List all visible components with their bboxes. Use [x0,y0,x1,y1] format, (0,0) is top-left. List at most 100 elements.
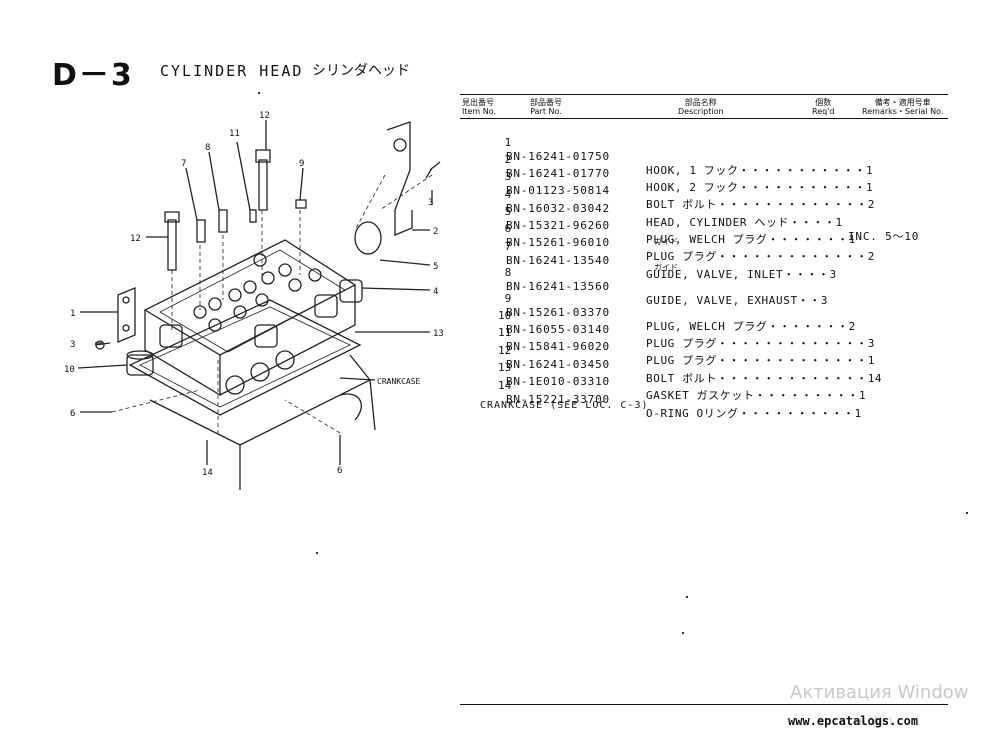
row-description: PLUG, WELCH プラグ・・・・・・・2 [646,320,856,333]
row-part-no: BN-16241-03450 [506,358,610,371]
row-description: GASKET ガスケット・・・・・・・・・1 [646,389,867,402]
row-description-jp: ガイド [654,263,678,272]
table-header-bottom-rule [460,118,948,119]
table-row: 13 BN-1E010-03310 GASKET ガスケット・・・・・・・・・1 [462,347,866,402]
callout-4: 4 [433,287,438,297]
table-row: 9 BN-15261-03370 PLUG, WELCH プラグ・・・・・・・2 [462,278,856,333]
callout-3-right: 3 [428,198,433,208]
callout-crankcase: CRANKCASE [377,377,421,386]
row-part-no: BN-16241-13540 [506,254,610,267]
table-row: 6 BN-15261-96010 PLUG プラグ・・・・・・・・・・・・・2 [462,208,875,263]
header-item-en: Item No. [462,107,497,116]
row-description: HEAD, CYLINDER ヘッド・・・・1 [646,216,843,229]
callout-2: 2 [433,227,438,237]
row-part-no: BN-01123-50814 [506,184,610,197]
scan-speck [686,596,688,598]
scan-speck [682,632,684,634]
row-part-no: BN-15261-03370 [506,306,610,319]
activation-watermark: Активация Window [790,682,969,703]
header-remarks: 備考・適用号車 Remarks・Serial No. [862,98,943,116]
table-row: 10 BN-16055-03140 PLUG プラグ・・・・・・・・・・・・・3 [462,295,874,350]
page-title-jp: シリンダヘッド [312,63,410,79]
row-part-no: BN-16032-03042 [506,202,610,215]
header-remarks-en: Remarks・Serial No. [862,107,944,116]
callout-6-left: 6 [70,409,75,419]
callout-10: 10 [64,365,75,375]
table-row: 11 BN-15841-96020 PLUG プラグ・・・・・・・・・・・・・1 [462,312,874,367]
row-description: HOOK, 2 フック・・・・・・・・・・・1 [646,181,874,194]
callout-3-left: 3 [70,340,75,350]
table-row: 12 BN-16241-03450 BOLT ボルト・・・・・・・・・・・・・1… [462,330,882,385]
callout-9: 9 [299,159,304,169]
row-item-no: 8 [504,266,512,279]
row-remarks: INC. 5〜10 [848,230,920,243]
callout-12-top: 12 [259,111,270,121]
row-part-no: BN-15221-33700 [506,393,610,406]
callout-5: 5 [433,262,438,272]
header-item-jp: 見出番号 [462,98,494,107]
callout-6-bottom: 6 [337,466,342,476]
page-code: D－3 [52,58,134,93]
table-row: 8 BN-16241-13560 GUIDE, VALVE, EXHAUST・・… [462,252,828,307]
header-req-jp: 個数 [815,98,832,107]
row-item-no: 12 [498,344,512,357]
row-item-no: 3 [504,170,512,183]
scan-speck [258,92,260,94]
callout-12-left: 12 [130,234,141,244]
row-item-no: 4 [504,188,512,201]
exploded-diagram: 12 11 8 7 9 12 1 3 10 6 14 6 3 2 5 4 13 … [64,111,444,490]
table-row: 3 BN-01123-50814 BOLT ボルト・・・・・・・・・・・・・2 [462,156,875,211]
row-item-no: 1 [504,136,512,149]
row-description: GUIDE, VALVE, INLET・・・・3 [646,268,837,281]
row-item-no: 6 [504,222,512,235]
row-description: PLUG プラグ・・・・・・・・・・・・・1 [646,354,875,367]
header-req-en: Req'd [812,107,835,116]
row-item-no: 11 [498,326,512,339]
row-part-no: BN-16055-03140 [506,323,610,336]
row-part-no: BN-15321-96260 [506,219,610,232]
row-description: BOLT ボルト・・・・・・・・・・・・・14 [646,372,883,385]
row-part-no: BN-16241-13560 [506,280,610,293]
row-description: O-RING Oリング・・・・・・・・・・1 [646,407,862,420]
footer-rule [460,704,948,705]
row-part-no: BN-16241-01770 [506,167,610,180]
row-item-no: 9 [504,292,512,305]
header-desc-en: Description [678,107,724,116]
website-link[interactable]: www.epcatalogs.com [788,714,919,728]
callout-7: 7 [181,159,186,169]
row-item-no: 2 [504,153,512,166]
table-row: 7 BN-16241-13540 GUIDE, VALVE, INLET・・・・… [462,226,837,281]
callout-11: 11 [229,129,240,139]
scan-speck [966,512,968,514]
table-row: 2 BN-16241-01770 HOOK, 2 フック・・・・・・・・・・・1 [462,139,873,194]
header-remarks-jp: 備考・適用号車 [874,98,931,107]
row-part-no: BN-1E010-03310 [506,375,610,388]
row-item-no: 5 [504,205,512,218]
row-description-jp: ガイド [654,237,678,246]
header-required: 個数 Req'd [812,98,834,116]
row-item-no: 14 [498,379,512,392]
row-item-no: 7 [504,240,512,253]
row-description: PLUG プラグ・・・・・・・・・・・・・2 [646,250,875,263]
row-description: PLUG プラグ・・・・・・・・・・・・・3 [646,337,875,350]
page-title: CYLINDER HEAD [160,62,304,80]
table-row: 4 BN-16032-03042 HEAD, CYLINDER ヘッド・・・・1… [462,174,919,243]
header-part-no: 部品番号 Part No. [530,98,562,116]
row-part-no: BN-15261-96010 [506,236,610,249]
row-description: PLUG, WELCH プラグ・・・・・・・1 [646,233,856,246]
header-part-en: Part No. [530,107,562,116]
scan-speck [316,552,318,554]
row-item-no: 13 [498,361,512,374]
row-part-no: BN-16241-01750 [506,150,610,163]
table-header-top-rule [460,94,948,95]
crankcase-note: CRANKCASE (SEE LOC. C-3) [480,400,649,411]
row-item-no: 10 [498,309,512,322]
callout-8: 8 [205,143,210,153]
table-row: 1 BN-16241-01750 HOOK, 1 フック・・・・・・・・・・・1 [462,122,873,177]
header-desc-jp: 部品名称 [684,98,717,107]
row-description: BOLT ボルト・・・・・・・・・・・・・2 [646,198,875,211]
callout-14: 14 [202,468,213,478]
row-description: GUIDE, VALVE, EXHAUST・・3 [646,294,829,307]
row-description: HOOK, 1 フック・・・・・・・・・・・1 [646,164,874,177]
callout-1: 1 [70,309,75,319]
